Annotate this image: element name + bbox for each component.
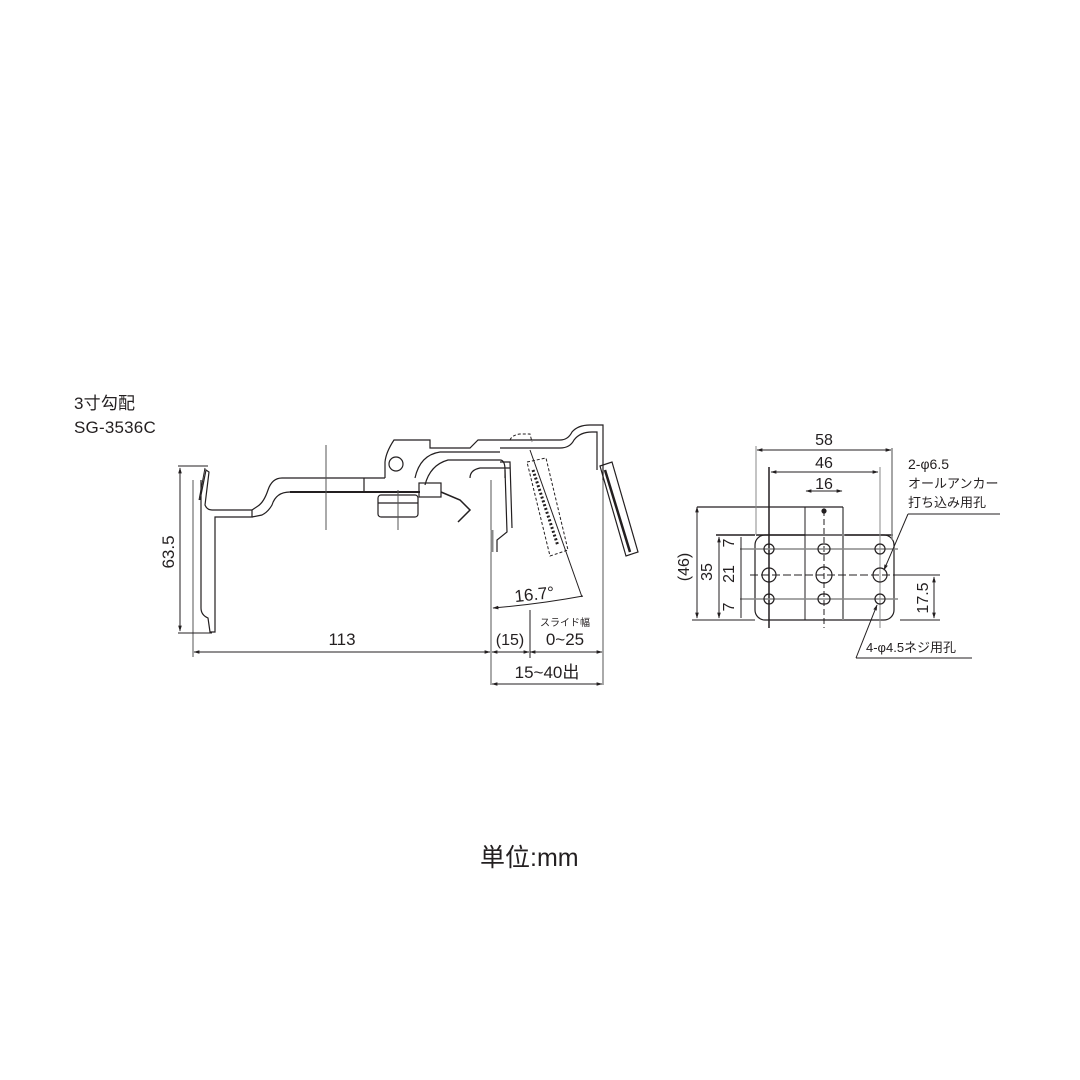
unit-label: 単位:mm bbox=[480, 844, 579, 872]
note-anchor-holes-2: オールアンカー bbox=[908, 476, 998, 491]
dim-center-width: 16 bbox=[815, 476, 833, 493]
slide-label: スライド幅 bbox=[540, 616, 590, 629]
dim-height: 63.5 bbox=[159, 535, 178, 568]
note-anchor-holes-1: 2-φ6.5 bbox=[908, 456, 949, 472]
dim-top-spacing: 7 bbox=[721, 538, 738, 547]
dim-overall-height: (46) bbox=[676, 553, 693, 581]
dim-length: 113 bbox=[328, 630, 355, 649]
model-number: SG-3536C bbox=[74, 418, 156, 437]
dim-plate-height: 35 bbox=[699, 563, 716, 581]
dim-bottom-spacing: 7 bbox=[721, 602, 738, 611]
note-anchor-holes-3: 打ち込み用孔 bbox=[908, 495, 986, 510]
note-screw-holes: 4-φ4.5ネジ用孔 bbox=[866, 640, 956, 655]
plate-view-dimensions bbox=[692, 446, 1000, 659]
slope-label: 3寸勾配 bbox=[74, 394, 136, 413]
dim-projection: 15~40出 bbox=[515, 663, 580, 682]
plate-view bbox=[697, 448, 937, 628]
side-view-dimensions bbox=[178, 465, 603, 686]
dim-right-offset: 17.5 bbox=[915, 582, 932, 613]
dim-angle: 16.7° bbox=[514, 583, 556, 606]
dim-overall-width: 58 bbox=[815, 432, 833, 449]
dim-hole-span: 46 bbox=[815, 455, 833, 472]
side-view bbox=[192, 424, 639, 685]
dim-slide-range: 0~25 bbox=[546, 630, 584, 649]
dim-offset: (15) bbox=[496, 632, 524, 649]
dim-mid-spacing: 21 bbox=[721, 565, 738, 583]
